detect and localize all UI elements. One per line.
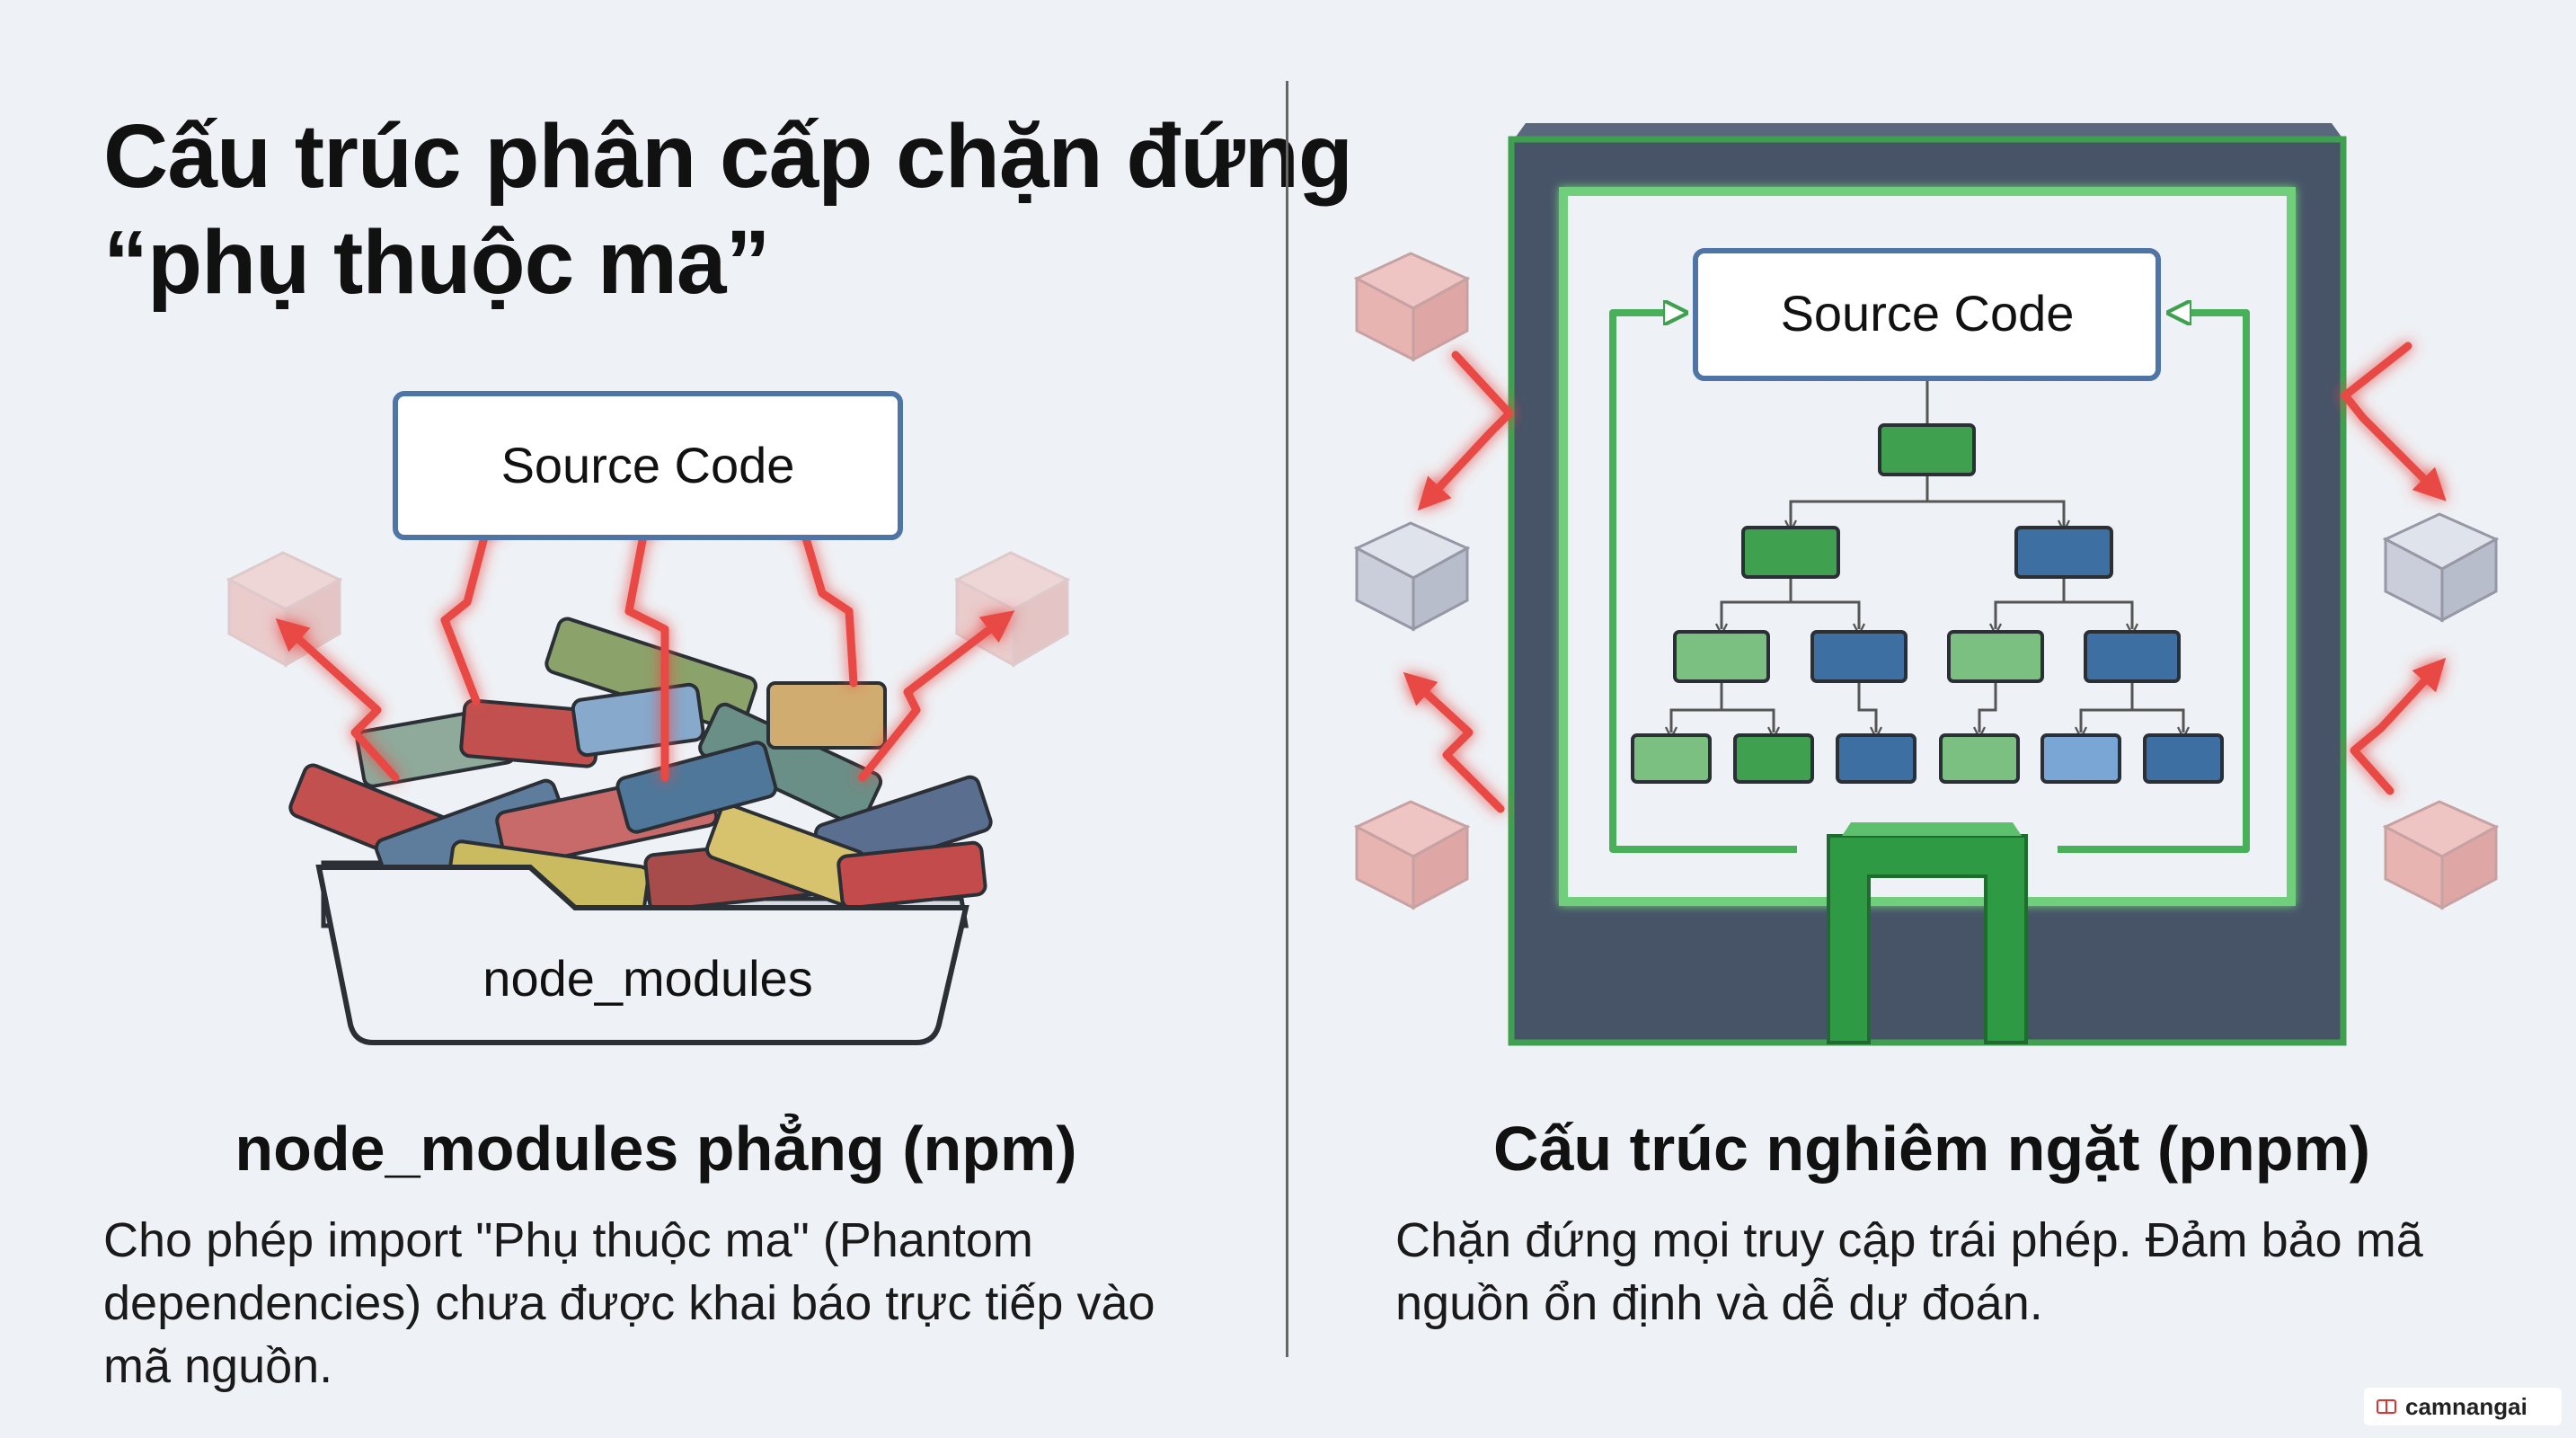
cube-icon — [1353, 252, 1471, 362]
right-description: Chặn đứng mọi truy cập trái phép. Đảm bả… — [1395, 1213, 2423, 1330]
watermark-badge: camnangai — [2364, 1388, 2562, 1425]
tree-node — [1631, 733, 1712, 784]
left-heading: node_modules phẳng (npm) — [235, 1114, 1077, 1184]
tree-node — [1836, 733, 1917, 784]
cube-icon — [1353, 800, 1471, 910]
tree-node — [2014, 526, 2113, 579]
center-divider — [1286, 81, 1288, 1357]
phantom-access-arrows — [275, 501, 1015, 782]
tree-node — [1673, 630, 1770, 683]
cube-icon — [1353, 521, 1471, 632]
left-diagram: Source Code node_modules — [226, 391, 1071, 1045]
tree-node — [1733, 733, 1814, 784]
cube-icon — [953, 551, 1071, 668]
folder-icon — [315, 865, 969, 1045]
dependency-tree — [1631, 423, 2224, 784]
cube-icon — [2382, 800, 2500, 910]
tree-node — [1939, 733, 2020, 784]
right-diagram: Source Code — [1353, 123, 2500, 1046]
watermark-text: camnangai — [2405, 1392, 2527, 1420]
tree-node — [1878, 423, 1976, 476]
tree-node — [2143, 733, 2224, 784]
tree-node — [1741, 526, 1840, 579]
tree-node — [2084, 630, 2181, 683]
left-description: Cho phép import "Phụ thuộc ma" (Phantom … — [103, 1213, 1155, 1393]
tree-node — [1810, 630, 1908, 683]
title-line-1: Cấu trúc phân cấp chặn đứng — [103, 106, 1353, 207]
cube-icon — [2382, 512, 2500, 623]
right-heading: Cấu trúc nghiêm ngặt (pnpm) — [1492, 1114, 2371, 1184]
tree-node — [1947, 630, 2044, 683]
dependency-guard-arrows — [1609, 313, 2250, 853]
title-line-2: “phụ thuộc ma” — [103, 212, 771, 313]
cube-icon — [226, 551, 343, 668]
right-source-code-label: Source Code — [1781, 285, 2075, 342]
left-source-code-box — [393, 391, 903, 540]
book-icon — [2377, 1399, 2396, 1414]
tree-node — [2040, 733, 2121, 784]
left-source-code-label: Source Code — [501, 437, 795, 493]
right-source-code-box — [1693, 248, 2161, 381]
blocked-access-arrows — [1403, 342, 2447, 813]
page-title: Cấu trúc phân cấp chặn đứng “phụ thuộc m… — [103, 103, 1353, 315]
folder-label: node_modules — [482, 950, 812, 1007]
